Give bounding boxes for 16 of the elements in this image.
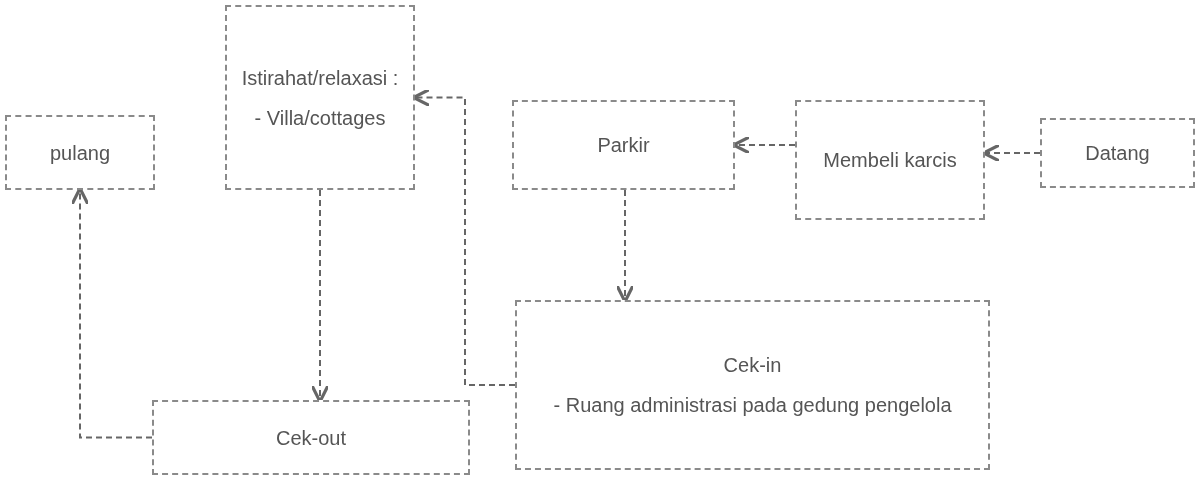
- step-title: Istirahat/relaxasi :: [241, 65, 399, 91]
- process-box: [795, 100, 985, 220]
- step-title: Membeli karcis: [823, 148, 957, 173]
- step-detail: - Villa/cottages: [254, 105, 386, 131]
- step-detail: - Ruang administrasi pada gedung pengelola: [553, 393, 952, 418]
- process-box: [225, 5, 415, 190]
- step-title: pulang: [49, 140, 111, 166]
- step-title: Cek-out: [276, 425, 346, 451]
- step-title: Datang: [1085, 141, 1150, 166]
- process-box: [515, 300, 990, 470]
- step-title: Cek-in: [723, 353, 782, 378]
- step-title: Parkir: [597, 133, 650, 158]
- process-box: [152, 400, 470, 475]
- process-box: [1040, 118, 1195, 188]
- process-box: [5, 115, 155, 190]
- process-box: [512, 100, 735, 190]
